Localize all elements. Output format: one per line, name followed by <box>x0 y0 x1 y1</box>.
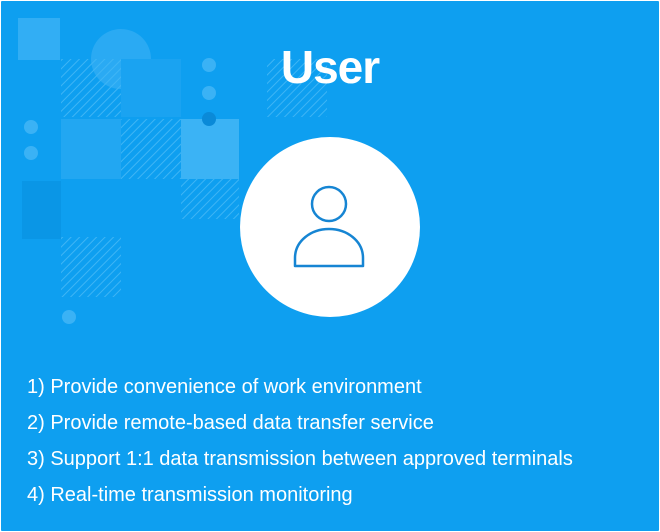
deco-hatch <box>61 237 121 297</box>
feature-item-1: 1) Provide convenience of work environme… <box>27 376 422 398</box>
feature-item-2: 2) Provide remote-based data transfer se… <box>27 412 434 434</box>
deco-square <box>61 119 121 179</box>
feature-item-4: 4) Real-time transmission monitoring <box>27 484 353 506</box>
deco-hatch <box>121 119 181 179</box>
deco-dot <box>24 146 38 160</box>
card-title: User <box>280 41 380 93</box>
deco-dot <box>62 310 76 324</box>
deco-square <box>22 181 61 239</box>
deco-hatch <box>181 179 239 219</box>
avatar-circle <box>240 137 420 317</box>
deco-dot <box>24 120 38 134</box>
feature-item-3: 3) Support 1:1 data transmission between… <box>27 448 573 470</box>
feature-list: 1) Provide convenience of work environme… <box>27 369 573 513</box>
deco-dot <box>202 112 216 126</box>
deco-square <box>181 119 239 179</box>
user-icon <box>293 185 365 268</box>
